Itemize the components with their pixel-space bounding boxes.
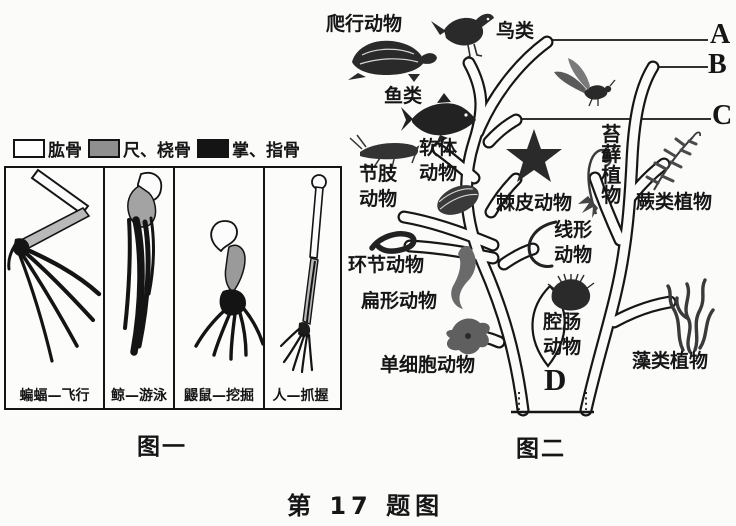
reptiles-label: 爬行动物 [326,13,403,35]
metacarpals-swatch [197,139,229,158]
algae-label: 藻类植物 [632,350,709,372]
marker-c: C [712,100,733,131]
marker-leader-lines [513,39,711,120]
marker-d: D [544,362,567,397]
mole-panel-label: 鼹鼠—挖掘 [184,388,254,404]
flatworm-illustration [451,245,476,309]
fish-illustration [401,93,476,144]
mole-limb-panel: 鼹鼠—挖掘 [173,168,265,408]
nematodes-label: 线形动物 [554,219,593,266]
annelid-worm-illustration [369,231,417,254]
birds-label: 鸟类 [496,20,535,42]
sea-anemone-illustration [547,273,595,311]
figure1-caption: 图一 [137,434,187,460]
forelimb-comparison-box: 蝙蝠—飞行 鲸—游泳 [4,166,342,410]
bone-legend: 肱骨 尺、桡骨 掌、指骨 [13,136,300,161]
figure2-caption: 图二 [516,436,566,462]
whale-flipper-panel: 鲸—游泳 [103,168,173,408]
metacarpals-legend-label: 掌、指骨 [232,141,300,161]
turtle-illustration [348,40,437,82]
flatworms-label: 扁形动物 [361,290,438,312]
marker-a: A [710,19,731,50]
human-panel-label: 人—抓握 [272,388,329,404]
nematode-illustration [527,220,558,268]
bird-illustration [431,13,494,59]
trunk-base [511,392,594,414]
mole-limb-skeleton-illustration [194,220,265,361]
mollusks-label: 软体动物 [419,137,458,184]
bat-wing-skeleton-illustration [7,168,102,363]
marker-b: B [708,49,727,80]
echinoderms-label: 棘皮动物 [496,192,573,214]
question-figure-caption: 第 17 题图 [287,492,445,520]
evolution-tree-artwork [348,13,715,430]
human-arm-skeleton-illustration [279,174,327,374]
unicellular-label: 单细胞动物 [380,354,476,376]
ferns-label: 蕨类植物 [636,191,713,213]
bat-panel-label: 蝙蝠—飞行 [19,388,90,404]
moss-illustration [578,148,612,218]
bat-wing-panel: 蝙蝠—飞行 [6,168,103,408]
seaweed-illustration [666,278,715,354]
grasshopper-illustration [349,134,420,169]
mosses-label: 苔藓植物 [601,122,622,208]
humerus-legend-label: 肱骨 [48,141,82,161]
annelids-label: 环节动物 [348,254,425,276]
starfish-illustration [506,129,562,182]
amoeba-illustration [446,318,490,355]
humerus-swatch [13,139,45,158]
fish-label: 鱼类 [384,85,423,107]
ulna-radius-swatch [88,139,120,158]
insect-illustration [554,58,616,107]
arthropods-label: 节肢动物 [359,163,398,210]
fern-illustration [645,131,702,191]
evolution-tree-figure: 爬行动物 鸟类 鱼类 软体动物 节肢动物 环节动物 扁形动物 单细胞动物 棘皮动… [320,0,736,470]
organism-illustrations [348,13,715,355]
cnidarians-label: 腔肠动物 [543,311,582,358]
whale-panel-label: 鲸—游泳 [111,388,167,404]
human-arm-panel: 人—抓握 [263,168,336,408]
whale-flipper-skeleton-illustration [123,172,163,356]
mollusk-shell-illustration [437,185,479,215]
ulna-radius-legend-label: 尺、桡骨 [123,141,191,161]
